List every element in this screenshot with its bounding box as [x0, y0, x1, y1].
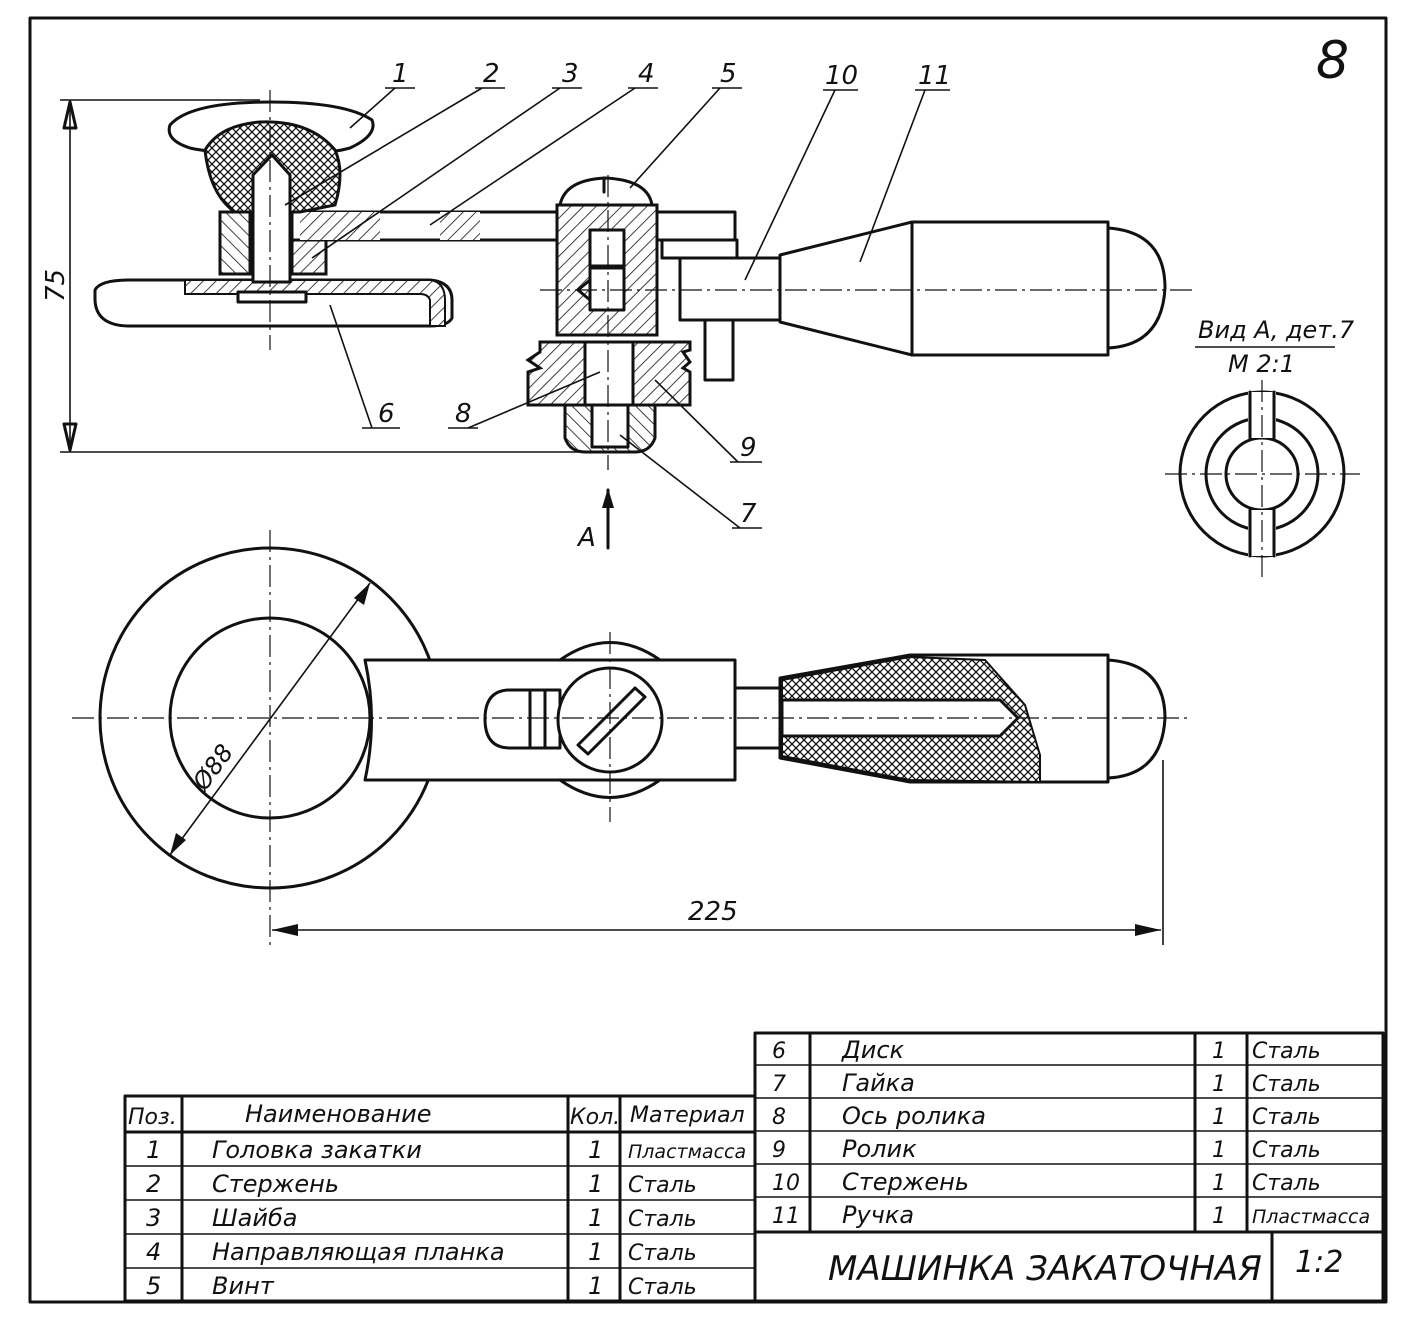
header-pos: Поз.	[128, 1105, 177, 1130]
pin-top	[483, 688, 562, 750]
header-name: Наименование	[245, 1100, 432, 1128]
detail-view-scale: М 2:1	[1228, 350, 1295, 378]
table-cell-pos: 7	[772, 1072, 786, 1097]
view-arrow-label: A	[576, 523, 596, 553]
table-cell-name: Шайба	[212, 1204, 297, 1232]
table-row: 3 Шайба 1 Сталь	[146, 1204, 697, 1232]
table-cell-pos: 11	[772, 1204, 800, 1229]
front-section-view: 75	[41, 59, 1195, 553]
callout-8: 8	[455, 399, 472, 429]
table-cell-material: Сталь	[1252, 1171, 1321, 1196]
table-cell-qty: 1	[1212, 1039, 1226, 1064]
table-cell-material: Сталь	[1252, 1105, 1321, 1130]
detail-view-a: Вид А, дет.7 М 2:1	[1165, 316, 1360, 580]
header-material: Материал	[630, 1103, 745, 1128]
height-dimension: 75	[41, 269, 71, 302]
handle-cap	[1106, 226, 1167, 350]
table-cell-name: Стержень	[842, 1168, 969, 1196]
table-cell-material: Сталь	[1252, 1039, 1321, 1064]
table-row: 4 Направляющая планка 1 Сталь	[146, 1238, 697, 1266]
rod	[678, 256, 782, 322]
table-cell-name: Диск	[841, 1036, 905, 1064]
washer-left	[218, 210, 252, 276]
table-cell-name: Ручка	[842, 1201, 914, 1229]
length-dimension: 225	[688, 897, 738, 927]
table-cell-name: Ось ролика	[842, 1102, 986, 1130]
table-row: 5 Винт 1 Сталь	[146, 1272, 697, 1300]
table-cell-material: Сталь	[628, 1241, 697, 1266]
table-cell-qty: 1	[1212, 1105, 1226, 1130]
table-cell-name: Винт	[212, 1272, 275, 1300]
parts-table-left: Поз. Наименование Кол. Материал 1 Головка…	[123, 1094, 757, 1303]
callout-numbers: 1 2 3 4 5 6 7 8 9 10 11	[378, 59, 951, 529]
table-cell-material: Сталь	[1252, 1072, 1321, 1097]
detail-view-title: Вид А, дет.7	[1198, 316, 1355, 344]
table-cell-name: Стержень	[212, 1170, 339, 1198]
callout-11: 11	[918, 61, 951, 91]
title-block-scale: 1:2	[1295, 1245, 1343, 1280]
table-cell-material: Сталь	[628, 1207, 697, 1232]
table-cell-pos: 9	[772, 1138, 786, 1163]
table-cell-pos: 2	[146, 1170, 161, 1198]
table-cell-material: Сталь	[628, 1275, 697, 1300]
table-cell-material: Сталь	[628, 1173, 697, 1198]
table-cell-pos: 10	[772, 1171, 800, 1196]
title-block-title: МАШИНКА ЗАКАТОЧНАЯ	[828, 1249, 1262, 1289]
table-cell-name: Направляющая планка	[212, 1238, 505, 1266]
table-cell-qty: 1	[588, 1136, 603, 1164]
table-row: 8 Ось ролика 1 Сталь	[772, 1102, 1321, 1130]
table-cell-material: Пластмасса	[1252, 1206, 1370, 1228]
callout-9: 9	[740, 433, 757, 463]
table-cell-pos: 4	[146, 1238, 161, 1266]
table-row: 2 Стержень 1 Сталь	[146, 1170, 697, 1198]
table-cell-pos: 5	[146, 1272, 161, 1300]
callout-4: 4	[638, 59, 655, 89]
diameter-dimension-line	[169, 582, 371, 856]
table-cell-name: Гайка	[842, 1069, 915, 1097]
roller-axle	[583, 340, 635, 407]
table-cell-material: Пластмасса	[628, 1141, 746, 1163]
stem	[251, 153, 292, 284]
table-cell-pos: 1	[146, 1136, 161, 1164]
table-cell-qty: 1	[588, 1170, 603, 1198]
header-qty: Кол.	[570, 1105, 620, 1130]
table-row: 11 Ручка 1 Пластмасса	[772, 1201, 1370, 1229]
table-row: 10 Стержень 1 Сталь	[772, 1168, 1321, 1196]
handle-body	[778, 220, 1110, 357]
table-cell-pos: 3	[146, 1204, 161, 1232]
callout-1: 1	[392, 59, 409, 89]
table-cell-qty: 1	[588, 1204, 603, 1232]
table-cell-qty: 1	[1212, 1204, 1226, 1229]
callout-2: 2	[483, 59, 500, 89]
table-cell-name: Ролик	[842, 1135, 917, 1163]
table-row: 1 Головка закатки 1 Пластмасса	[146, 1136, 746, 1164]
guide-plate-hatch	[440, 212, 480, 240]
table-row: 9 Ролик 1 Сталь	[772, 1135, 1321, 1163]
callout-7: 7	[740, 499, 757, 529]
table-cell-qty: 1	[1212, 1171, 1226, 1196]
callout-leaders	[284, 87, 950, 529]
callout-3: 3	[562, 59, 579, 89]
screw-head	[558, 176, 654, 207]
callout-6: 6	[378, 399, 395, 429]
handle-top-cap	[1106, 658, 1167, 780]
top-view: Ø88 225	[72, 530, 1188, 945]
table-cell-pos: 8	[772, 1105, 786, 1130]
table-cell-qty: 1	[588, 1272, 603, 1300]
callout-5: 5	[720, 59, 737, 89]
table-row: 7 Гайка 1 Сталь	[772, 1069, 1321, 1097]
sheet-number: 8	[1316, 31, 1349, 91]
table-row: 6 Диск 1 Сталь	[772, 1036, 1321, 1064]
callout-10: 10	[825, 61, 858, 91]
table-cell-pos: 6	[772, 1039, 786, 1064]
table-cell-qty: 1	[1212, 1072, 1226, 1097]
table-cell-material: Сталь	[1252, 1138, 1321, 1163]
table-cell-qty: 1	[1212, 1138, 1226, 1163]
table-cell-qty: 1	[588, 1238, 603, 1266]
table-cell-name: Головка закатки	[212, 1136, 422, 1164]
